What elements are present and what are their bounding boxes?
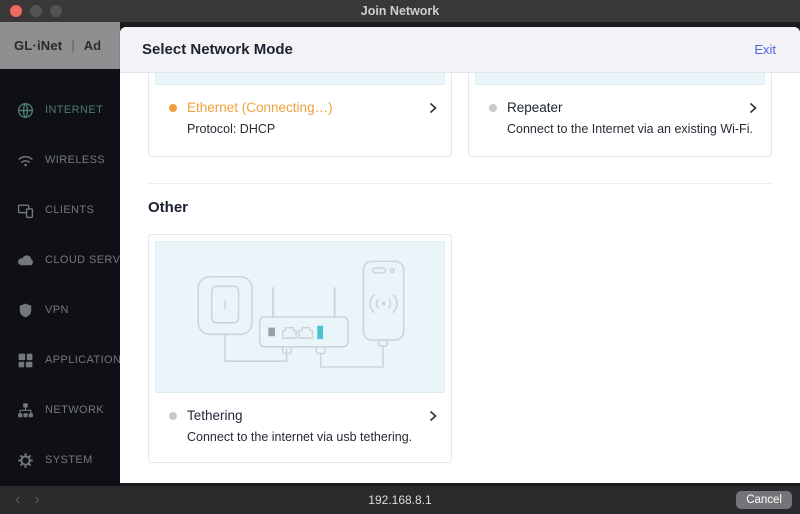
sidebar-item-wireless[interactable]: WIRELESS (0, 135, 120, 185)
modal-title: Select Network Mode (142, 41, 293, 58)
repeater-illustration (475, 73, 765, 85)
sidebar-item-vpn[interactable]: VPN (0, 285, 120, 335)
usb-port-accent (317, 325, 324, 340)
sidebar-item-internet[interactable]: INTERNET (0, 85, 120, 135)
other-section-heading: Other (148, 199, 189, 216)
select-network-mode-modal: Select Network Mode Exit E (120, 27, 800, 483)
chevron-right-icon (749, 102, 757, 114)
chevron-right-icon (429, 410, 437, 422)
status-dot (489, 103, 497, 112)
sidebar: INTERNET WIRELESS CLIENTS (0, 69, 120, 486)
mode-card-repeater[interactable]: Repeater Connect to the Internet via an … (468, 73, 772, 157)
header-separator: | (71, 38, 75, 53)
sidebar-item-label: INTERNET (45, 104, 104, 116)
sidebar-item-label: WIRELESS (45, 154, 106, 166)
section-divider (148, 183, 772, 184)
forward-icon[interactable]: › (27, 492, 46, 508)
sidebar-item-network[interactable]: NETWORK (0, 385, 120, 435)
sidebar-item-label: SYSTEM (45, 454, 93, 466)
background-page-left: GL·iNet | Ad INTERNET WIRELESS (0, 22, 120, 486)
mode-card-description: Connect to the internet via usb tetherin… (187, 430, 413, 444)
window-title: Join Network (360, 4, 440, 18)
mode-card-title: Ethernet (Connecting…) (187, 100, 333, 115)
mode-card-description: Connect to the Internet via an existing … (507, 122, 753, 136)
back-icon[interactable]: ‹ (8, 492, 27, 508)
sidebar-item-system[interactable]: SYSTEM (0, 435, 120, 485)
grid-icon (18, 353, 33, 367)
sidebar-item-cloud-services[interactable]: CLOUD SERV (0, 235, 120, 285)
mode-card-description: Protocol: DHCP (187, 122, 276, 136)
tethering-illustration (155, 241, 445, 393)
close-window-icon[interactable] (10, 5, 22, 17)
exit-link[interactable]: Exit (754, 42, 776, 57)
gear-icon (18, 452, 33, 468)
status-dot (169, 103, 177, 112)
router-shape (258, 316, 349, 348)
sidebar-item-clients[interactable]: CLIENTS (0, 185, 120, 235)
shield-icon (19, 303, 32, 317)
mode-cards-viewport: Ethernet (Connecting…) Protocol: DHCP (148, 73, 772, 167)
mode-card-title: Repeater (507, 100, 563, 115)
chevron-right-icon (429, 102, 437, 114)
wifi-icon (18, 155, 33, 166)
sitemap-icon (18, 402, 33, 417)
traffic-lights (10, 5, 62, 17)
titlebar: Join Network (0, 0, 800, 22)
globe-icon (18, 102, 33, 118)
cloud-icon (18, 254, 33, 265)
sidebar-item-label: APPLICATION (45, 354, 120, 366)
sidebar-item-label: CLIENTS (45, 204, 95, 216)
mode-card-title: Tethering (187, 408, 243, 423)
devices-icon (17, 203, 34, 218)
mode-card-tethering[interactable]: Tethering Connect to the internet via us… (148, 234, 452, 463)
ethernet-illustration (155, 73, 445, 85)
sidebar-item-label: NETWORK (45, 404, 105, 416)
modal-backdrop: Select Network Mode Exit E (120, 22, 800, 486)
cancel-button[interactable]: Cancel (736, 491, 792, 509)
url-display: 192.168.8.1 (368, 493, 432, 507)
admin-panel-label: Ad (83, 38, 102, 53)
sidebar-item-applications[interactable]: APPLICATION (0, 335, 120, 385)
app-header: GL·iNet | Ad (0, 22, 120, 69)
sidebar-item-label: VPN (45, 304, 69, 316)
mode-card-ethernet[interactable]: Ethernet (Connecting…) Protocol: DHCP (148, 73, 452, 157)
minimize-window-icon[interactable] (30, 5, 42, 17)
zoom-window-icon[interactable] (50, 5, 62, 17)
modal-body: Ethernet (Connecting…) Protocol: DHCP (120, 73, 800, 483)
status-dot (169, 411, 177, 420)
sidebar-item-label: CLOUD SERV (45, 254, 120, 266)
browser-toolbar: 192.168.8.1 ‹ › Cancel (0, 486, 800, 514)
modal-header: Select Network Mode Exit (120, 27, 800, 73)
glinet-logo: GL·iNet (14, 38, 63, 53)
